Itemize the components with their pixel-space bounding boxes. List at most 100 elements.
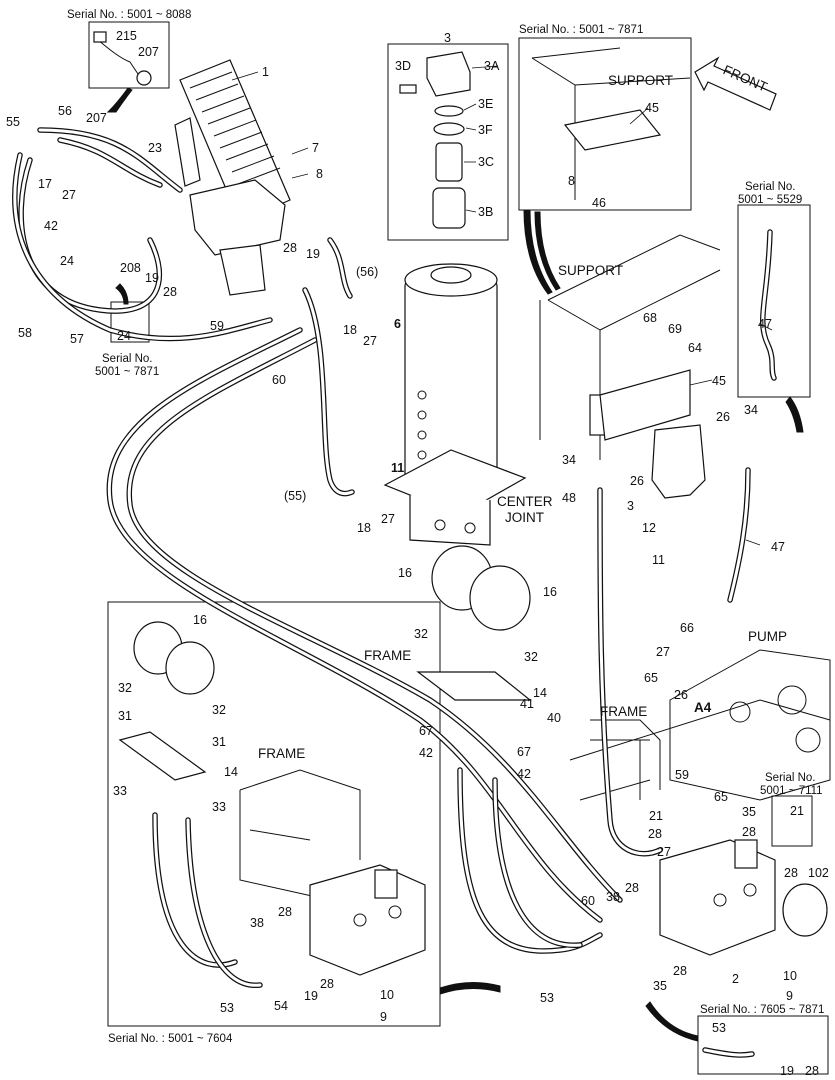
callout: 208 bbox=[120, 261, 141, 275]
cj-port2 bbox=[417, 410, 427, 420]
callout: 56 bbox=[58, 104, 72, 118]
callout: 68 bbox=[643, 311, 657, 325]
bracket-45-inset bbox=[563, 109, 662, 151]
callout: 31 bbox=[212, 735, 226, 749]
inset-21-frame bbox=[771, 795, 813, 847]
accumulator-16b bbox=[469, 565, 531, 631]
pump-gear-b bbox=[795, 727, 821, 753]
accumulator-16d bbox=[165, 641, 215, 695]
callout: 28 bbox=[283, 241, 297, 255]
label-center: CENTER bbox=[497, 494, 553, 509]
cj-port4 bbox=[417, 450, 427, 460]
pump-gear bbox=[777, 685, 807, 715]
sleeve-3B bbox=[432, 187, 466, 229]
callout: 42 bbox=[44, 219, 58, 233]
callout: 12 bbox=[642, 521, 656, 535]
callout: 65 bbox=[714, 790, 728, 804]
callout: 3D bbox=[395, 59, 411, 73]
inset-valve-exploded-frame bbox=[387, 43, 509, 241]
callout: 47 bbox=[758, 317, 772, 331]
serial-7871-left-a: Serial No. bbox=[102, 353, 153, 365]
label-joint: JOINT bbox=[505, 510, 544, 525]
valve-port-b bbox=[743, 883, 757, 897]
callout: 41 bbox=[520, 697, 534, 711]
callout: 35 bbox=[742, 805, 756, 819]
valve-port-c bbox=[353, 913, 367, 927]
callout: 28 bbox=[742, 825, 756, 839]
inset-support-frame bbox=[518, 37, 692, 211]
callout: 59 bbox=[210, 319, 224, 333]
callout: 53 bbox=[712, 1021, 726, 1035]
callout: 27 bbox=[657, 845, 671, 859]
valve-port-d bbox=[388, 905, 402, 919]
valve-block-2 bbox=[659, 839, 776, 956]
callout: 102 bbox=[808, 866, 829, 880]
callout: 31 bbox=[118, 709, 132, 723]
inset-hose47-frame bbox=[737, 204, 811, 398]
serial-7605: Serial No. : 7605 ~ 7871 bbox=[700, 1004, 824, 1016]
callout: 3A bbox=[484, 59, 500, 73]
callout: (56) bbox=[356, 265, 378, 279]
callout: 28 bbox=[163, 285, 177, 299]
label-a4: A4 bbox=[694, 700, 712, 715]
cj-bolt1 bbox=[434, 519, 446, 531]
callout: 19 bbox=[145, 271, 159, 285]
callout: 11 bbox=[652, 553, 665, 567]
callout: 38 bbox=[250, 916, 264, 930]
callout: 60 bbox=[581, 894, 595, 908]
callout: 3F bbox=[478, 123, 493, 137]
serial-7871-top: Serial No. : 5001 ~ 7871 bbox=[519, 24, 643, 36]
label-frame-3: FRAME bbox=[258, 746, 305, 761]
callout: 38 bbox=[606, 890, 620, 904]
switch-207 bbox=[136, 70, 152, 86]
callout: 28 bbox=[320, 977, 334, 991]
callout: 27 bbox=[656, 645, 670, 659]
callout: 69 bbox=[668, 322, 682, 336]
callout: 21 bbox=[649, 809, 663, 823]
callout: 19 bbox=[306, 247, 320, 261]
callout: 34 bbox=[744, 403, 758, 417]
callout: 58 bbox=[18, 326, 32, 340]
callout: 3 bbox=[444, 31, 451, 45]
callout: 53 bbox=[540, 991, 554, 1005]
callout: 6 bbox=[394, 317, 401, 331]
callout: 8 bbox=[568, 174, 575, 188]
pedal-grip-lines bbox=[189, 71, 281, 185]
serial-7871-left-b: 5001 ~ 7871 bbox=[95, 366, 159, 378]
callout: 67 bbox=[419, 724, 433, 738]
bracket-14-inset bbox=[118, 731, 207, 781]
pump-body bbox=[669, 649, 831, 801]
callout: 18 bbox=[343, 323, 357, 337]
callout: 54 bbox=[274, 999, 288, 1013]
callout: 19 bbox=[780, 1064, 794, 1078]
callout: 45 bbox=[712, 374, 726, 388]
callout: 23 bbox=[148, 141, 162, 155]
callout: 42 bbox=[517, 767, 531, 781]
callout: 53 bbox=[220, 1001, 234, 1015]
callout: 32 bbox=[414, 627, 428, 641]
oring-3F bbox=[433, 122, 465, 136]
bracket-45-plate bbox=[599, 369, 691, 441]
accumulator-102 bbox=[782, 883, 828, 937]
callout: 32 bbox=[524, 650, 538, 664]
callout: 45 bbox=[645, 101, 659, 115]
callout: 47 bbox=[771, 540, 785, 554]
serial-7604: Serial No. : 5001 ~ 7604 bbox=[108, 1033, 233, 1045]
inset-24-frame bbox=[110, 301, 150, 343]
support-plate-lines bbox=[539, 234, 721, 460]
callout: 28 bbox=[648, 827, 662, 841]
callout: 32 bbox=[118, 681, 132, 695]
callout: 34 bbox=[562, 453, 576, 467]
valve-block-inset bbox=[309, 864, 426, 976]
callout: 65 bbox=[644, 671, 658, 685]
pedal-plate bbox=[179, 59, 291, 223]
callout: 7 bbox=[312, 141, 319, 155]
callout: 42 bbox=[419, 746, 433, 760]
pedal-lever bbox=[174, 117, 201, 187]
callout: 18 bbox=[357, 521, 371, 535]
callout: 24 bbox=[117, 329, 131, 343]
frame-lines-inset bbox=[239, 769, 361, 901]
callout: 11 bbox=[391, 461, 404, 475]
